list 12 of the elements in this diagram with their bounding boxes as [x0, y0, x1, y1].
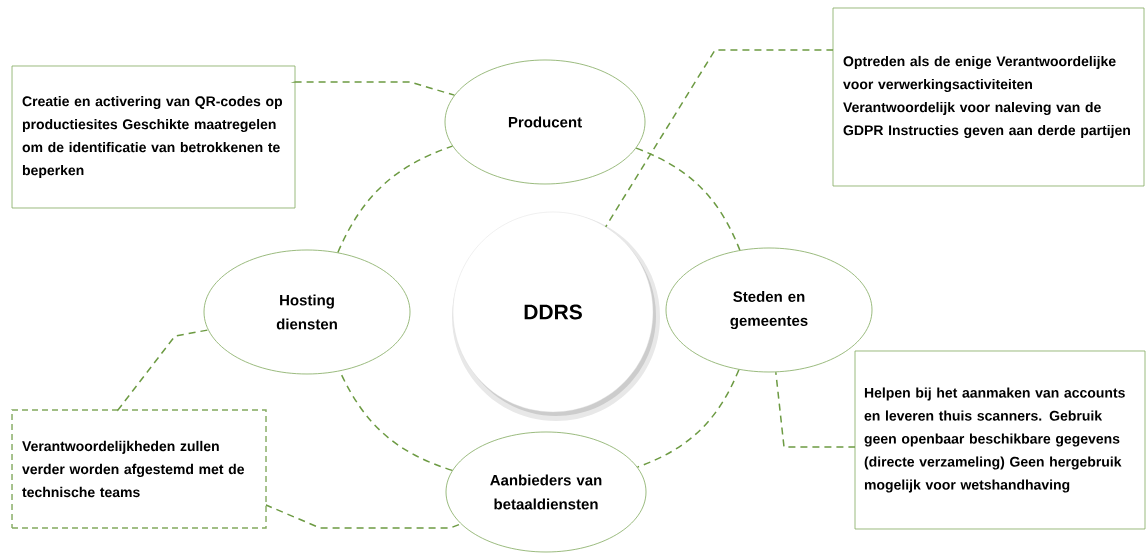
connector-line	[635, 147, 741, 251]
connector-line	[636, 368, 740, 468]
note-box: Verantwoordelijkheden zullen verder worden afgestemd met de technische teams	[11, 409, 267, 529]
connector-line	[775, 371, 856, 448]
connector-line	[265, 504, 462, 529]
note-box: Helpen bij het aanmaken van accounts en leveren thuis scanners. Gebruik geen openbaar beschikbare gegevens (directe verzameling) Geen hergebruik mogelijk voor wetshandhaving	[854, 350, 1146, 530]
note-box: Optreden als de enige Verantwoordelijke voor verwerkingsactiviteiten Verantwoordelijk voor naleving van de GDPR Instructies geven aan derde partijen	[832, 7, 1145, 187]
note-box: Creatie en activering van QR-codes op productiesites Geschikte maatregelen om de identificatie van betrokkenen te beperken	[11, 65, 296, 209]
connector-line	[604, 49, 834, 228]
connector-line	[290, 81, 456, 96]
connector-line	[117, 329, 209, 412]
connector-line	[337, 145, 454, 254]
